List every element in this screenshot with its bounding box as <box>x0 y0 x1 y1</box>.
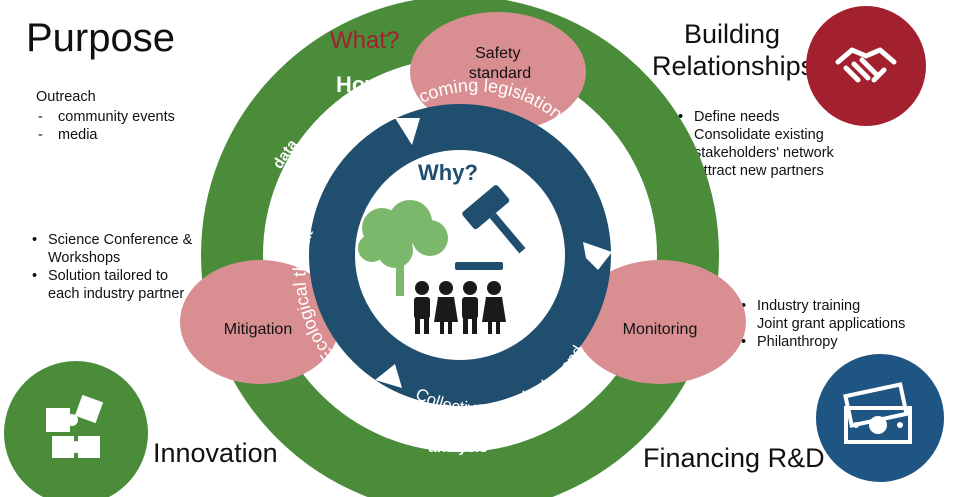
tree-icon <box>358 200 448 296</box>
building-list: Define needs Consolidate existing stakeh… <box>672 108 857 180</box>
building-title-line: Relationships <box>652 51 815 81</box>
monitoring-label: Monitoring <box>623 321 698 338</box>
safety-label: Safety standard <box>469 45 531 82</box>
handshake-icon <box>835 47 897 83</box>
arrow-head <box>375 364 402 388</box>
why-label: Why? <box>418 160 478 185</box>
outreach-item: media <box>36 126 175 144</box>
innovation-circle <box>4 361 148 497</box>
outreach-item: community events <box>36 108 175 126</box>
safety-line: Safety <box>475 45 520 62</box>
outreach-block: Outreach community events media <box>36 88 175 144</box>
gavel-icon <box>462 185 526 254</box>
how-label: How? <box>336 72 396 97</box>
arrow-head <box>583 242 612 270</box>
science-list: Science Conference & Workshops Solution … <box>26 231 201 303</box>
science-item: Science Conference & Workshops <box>26 231 201 267</box>
safety-bubble <box>410 12 586 132</box>
money-icon <box>843 382 912 444</box>
building-title-line: Building <box>683 19 781 49</box>
financing-title: Financing R&D <box>643 443 825 473</box>
gavel-block <box>455 262 503 270</box>
what-label: What? <box>330 27 399 54</box>
building-item: Consolidate existing stakeholders' netwo… <box>672 126 857 162</box>
financing-item: Philanthropy <box>735 333 945 351</box>
financing-item: Industry training <box>735 297 945 315</box>
people-icon <box>414 281 506 334</box>
building-title: Building Relationships <box>652 18 815 82</box>
outreach-label: Outreach <box>36 89 96 105</box>
monitoring-bubble <box>574 260 746 384</box>
financing-list: Industry training Joint grant applicatio… <box>735 297 945 351</box>
safety-line: standard <box>469 65 531 82</box>
building-item: Define needs <box>672 108 857 126</box>
mitigation-bubble <box>180 260 340 384</box>
purpose-title: Purpose <box>26 16 175 60</box>
puzzle-icon <box>46 394 104 458</box>
science-item: Solution tailored to each industry partn… <box>26 267 201 303</box>
mitigation-label: Mitigation <box>224 321 292 338</box>
innovation-title: Innovation <box>153 438 278 468</box>
analysis-label: analysis <box>428 439 487 456</box>
arrow-head <box>395 118 420 145</box>
